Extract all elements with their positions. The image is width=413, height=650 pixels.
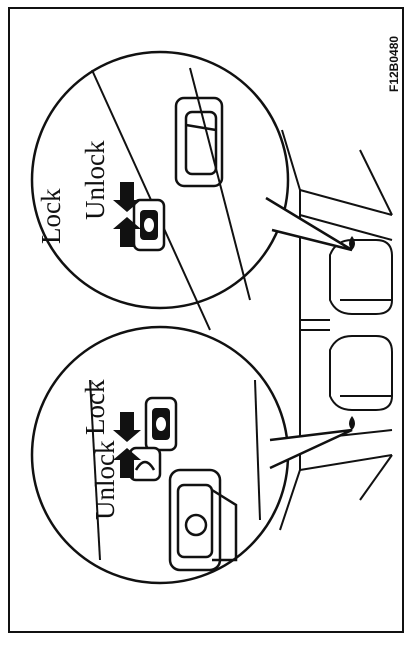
unlock-label: Unlock bbox=[90, 440, 120, 520]
unlock-label: Unlock bbox=[80, 140, 110, 220]
figure-id: F12B0480 bbox=[387, 36, 401, 92]
lock-label: Lock bbox=[36, 188, 66, 244]
lock-switch[interactable] bbox=[134, 200, 164, 250]
callout-top-pointer bbox=[266, 198, 352, 250]
callout-top-circle bbox=[32, 52, 288, 308]
passenger-door-marker bbox=[349, 416, 355, 430]
lock-label: Lock bbox=[80, 379, 110, 435]
vehicle-interior bbox=[280, 130, 392, 530]
callout-bottom: Unlock Lock bbox=[32, 327, 352, 583]
